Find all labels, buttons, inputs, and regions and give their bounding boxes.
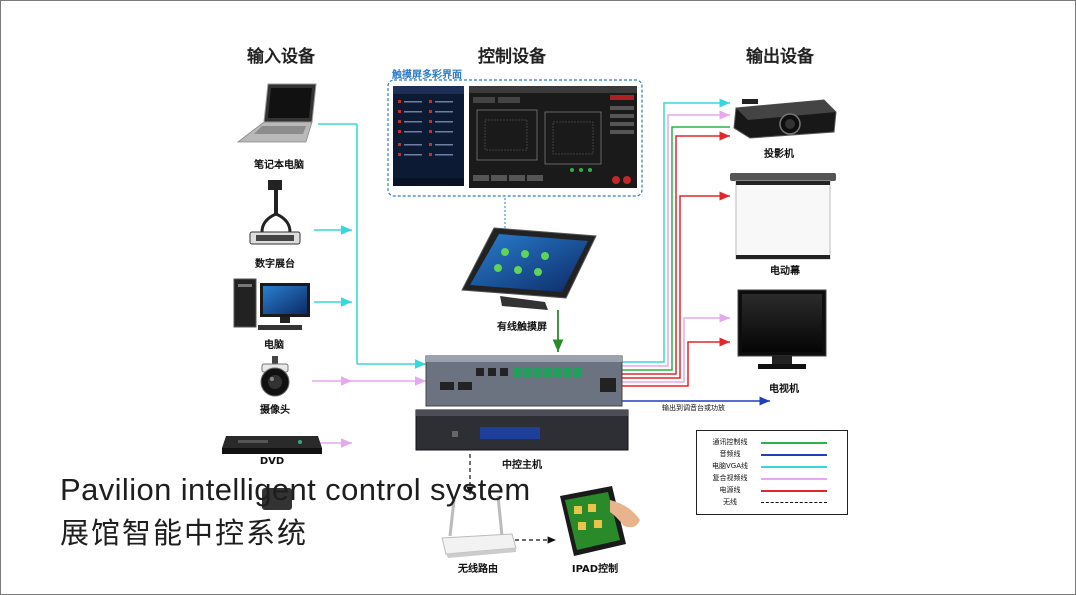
camera-label: 摄像头 <box>260 405 290 416</box>
touch-ui-right-screen <box>469 86 637 188</box>
touch-panel-title: 触摸屏多彩界面 <box>392 70 462 81</box>
wired-touchscreen-icon <box>461 227 597 310</box>
legend-swatch <box>761 466 827 468</box>
tv-icon <box>737 289 827 369</box>
wireless-router-icon <box>441 495 517 558</box>
video-input-lines <box>312 376 426 448</box>
legend-swatch <box>761 502 827 503</box>
input-devices-heading: 输入设备 <box>247 47 315 67</box>
legend-swatch <box>761 442 827 444</box>
touch-panel-frame <box>387 79 643 197</box>
pc-icon <box>233 278 310 330</box>
legend-row: 通讯控制线 <box>697 437 847 448</box>
title-chinese: 展馆智能中控系统 <box>60 516 309 550</box>
screen-label: 电动幕 <box>770 266 800 277</box>
legend-label: 音频线 <box>719 450 741 458</box>
laptop-label: 笔记本电脑 <box>254 160 304 171</box>
visualizer-icon <box>249 180 301 245</box>
router-label: 无线路由 <box>458 564 498 575</box>
projection-screen-icon <box>730 173 836 260</box>
output-devices-heading: 输出设备 <box>746 47 814 67</box>
laptop-icon <box>236 83 317 143</box>
control-host-icon <box>415 355 629 451</box>
touchscreen-label: 有线触摸屏 <box>497 322 547 333</box>
legend-row: 音频线 <box>697 449 847 460</box>
title-english: Pavilion intelligent control system <box>60 472 531 507</box>
visualizer-label: 数字展台 <box>255 259 295 270</box>
legend-row: 电脑VGA线 <box>697 461 847 472</box>
legend-label: 通讯控制线 <box>712 438 748 446</box>
legend-row: 无线 <box>697 497 847 508</box>
tv-label: 电视机 <box>769 384 799 395</box>
legend-label: 无线 <box>723 498 737 506</box>
host-label: 中控主机 <box>502 460 542 471</box>
legend-swatch <box>761 490 827 492</box>
ipad-label: IPAD控制 <box>571 564 619 575</box>
legend-label: 复合视频线 <box>712 474 748 482</box>
pc-label: 电脑 <box>264 340 284 351</box>
touch-ui-left-screen <box>393 86 464 186</box>
legend-row: 复合视频线 <box>697 473 847 484</box>
dvd-player-icon <box>222 436 322 454</box>
legend-swatch <box>761 478 827 480</box>
small-device-icon <box>262 488 292 510</box>
dvd-label: DVD <box>259 456 285 467</box>
legend-label: 电源线 <box>719 486 741 494</box>
control-devices-heading: 控制设备 <box>478 47 546 67</box>
projector-label: 投影机 <box>764 149 794 160</box>
line-legend: 通讯控制线 音频线 电脑VGA线 复合视频线 电源线 无线 <box>696 430 848 515</box>
legend-swatch <box>761 454 827 456</box>
vga-input-lines <box>314 123 426 369</box>
legend-row: 电源线 <box>697 485 847 496</box>
ipad-icon <box>560 486 640 556</box>
legend-label: 电脑VGA线 <box>711 462 748 470</box>
output-lines <box>622 98 770 406</box>
projector-icon <box>733 99 837 139</box>
audio-output-note: 输出到调音台或功放 <box>662 404 725 412</box>
camera-icon <box>260 356 290 397</box>
